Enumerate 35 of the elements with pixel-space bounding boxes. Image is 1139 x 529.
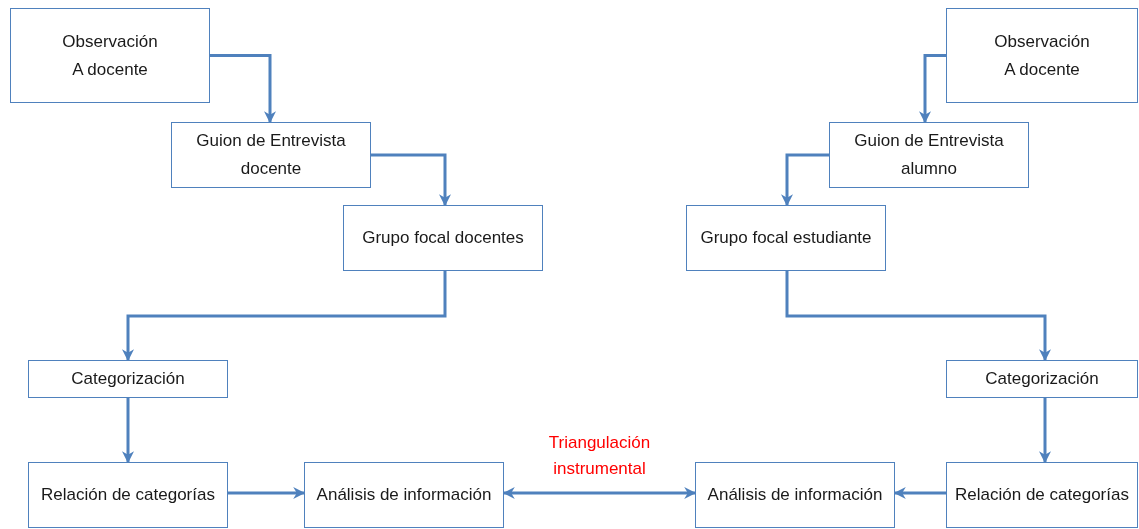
box-text: Relación de categorías [41,484,215,506]
box-text: Categorización [71,368,185,390]
process-box [946,360,1138,398]
arrow [1039,398,1051,464]
process-box [10,8,210,103]
box-text: Observación A docente [62,30,158,81]
process-box [946,8,1138,103]
box-text: Guion de Entrevista alumno [853,130,1005,180]
box-text: Grupo focal docentes [362,227,524,249]
process-box [343,205,543,271]
arrow [893,487,946,499]
process-box [28,462,228,528]
box-text: Análisis de información [316,484,492,506]
arrow [122,271,447,362]
arrow [122,398,134,464]
arrow [228,487,306,499]
arrow [919,54,946,124]
arrow [781,153,829,207]
process-box [829,122,1029,188]
arrow [502,487,697,499]
arrow [371,153,451,207]
process-box [171,122,371,188]
box-text: Guion de Entrevista docente [195,130,347,180]
box-text: Grupo focal estudiante [700,227,872,249]
process-box [304,462,504,528]
arrow [210,54,276,124]
box-text: Relación de categorías [955,484,1129,506]
arrow [785,271,1051,362]
box-text: Análisis de información [707,484,883,506]
box-text: Observación A docente [994,30,1090,81]
box-text: Categorización [985,368,1099,390]
process-box [695,462,895,528]
process-box [686,205,886,271]
process-box [28,360,228,398]
process-box [946,462,1138,528]
